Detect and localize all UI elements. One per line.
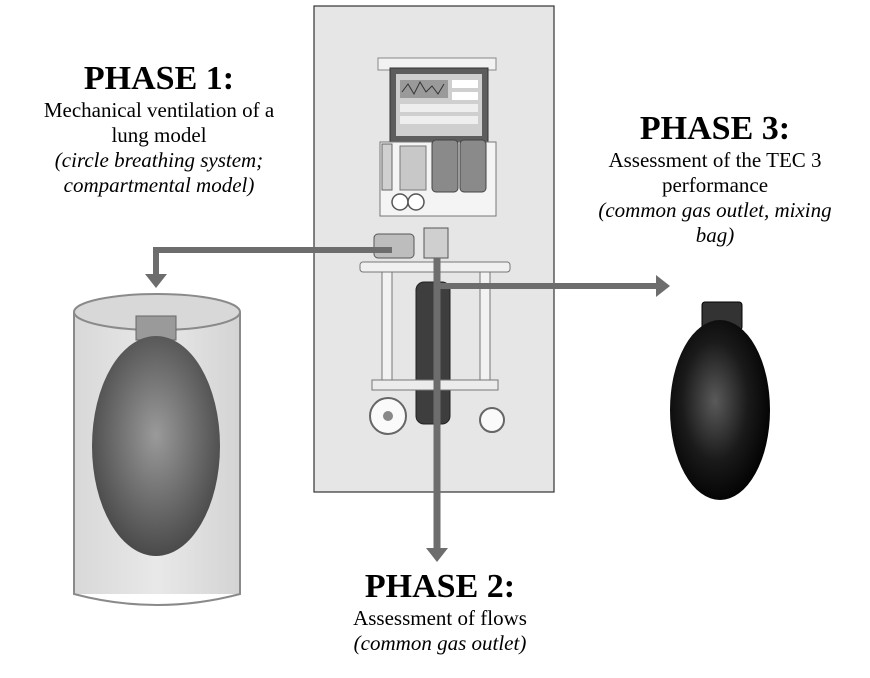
phase3-desc-line: performance: [661, 173, 769, 197]
phase1-desc-line: Mechanical ventilation of a: [43, 98, 275, 122]
phase3-note-line: (common gas outlet, mixing: [598, 198, 832, 222]
lung-model-jar-icon: [73, 293, 241, 606]
phase3-desc-line: Assessment of the TEC 3: [608, 148, 822, 172]
phase1-text: PHASE 1: Mechanical ventilation of a lun…: [0, 60, 318, 198]
mixing-bag-icon: [670, 301, 770, 500]
phase3-text: PHASE 3: Assessment of the TEC 3 perform…: [560, 110, 870, 248]
arrow-to-phase1: [145, 247, 392, 288]
phase3-note-line: bag): [695, 223, 735, 247]
phase3-title: PHASE 3:: [639, 110, 791, 147]
phase1-title: PHASE 1:: [83, 60, 235, 97]
arrow-to-phase2: [426, 258, 448, 562]
phase1-note-line: (circle breathing system;: [54, 148, 264, 172]
phase2-title: PHASE 2:: [364, 568, 516, 605]
phase2-note-line: (common gas outlet): [353, 631, 527, 655]
anesthesia-machine-icon: [313, 5, 555, 493]
phase2-desc-line: Assessment of flows: [353, 606, 527, 630]
phase1-note-line: compartmental model): [63, 173, 255, 197]
phase2-text: PHASE 2: Assessment of flows (common gas…: [290, 568, 590, 656]
phase1-desc-line: lung model: [111, 123, 207, 147]
arrow-to-phase3: [437, 275, 670, 297]
